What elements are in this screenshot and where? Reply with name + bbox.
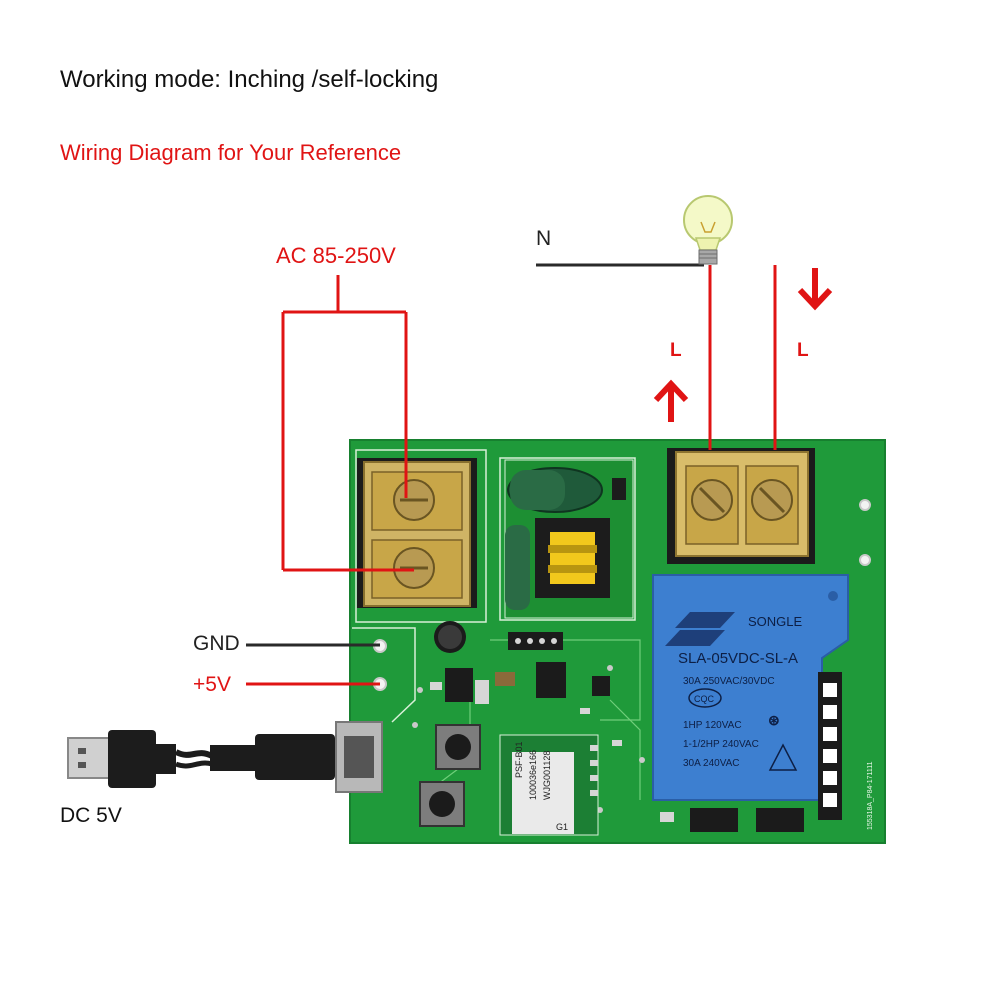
header-pins: 155318A_P84-171111 [818, 672, 874, 830]
neutral-label: N [536, 227, 552, 250]
gnd-label: GND [193, 632, 240, 655]
relay-rating-1: 30A 250VAC/30VDC [683, 676, 775, 687]
module-line4: G1 [556, 822, 568, 832]
wires [246, 263, 777, 686]
relay-rating-3: 1-1/2HP 240VAC [683, 739, 759, 750]
relay-brand: SONGLE [748, 614, 803, 629]
relay: SONGLE SLA-05VDC-SL-A 30A 250VAC/30VDC C… [652, 574, 849, 801]
wiring-diagram-title: Wiring Diagram for Your Reference [60, 140, 402, 165]
plus5v-label: +5V [193, 673, 231, 696]
relay-cert: CQC [694, 694, 715, 704]
load-terminal-block [667, 448, 815, 564]
tact-buttons [419, 724, 481, 827]
arrow-up-icon [653, 379, 689, 422]
usb-cable [67, 730, 335, 788]
live-label-left: L [670, 340, 682, 361]
ac-terminal-block [357, 458, 477, 608]
small-components [430, 621, 622, 746]
arrow-down-icon [797, 268, 833, 311]
dc5v-label: DC 5V [60, 804, 122, 827]
power-module [504, 459, 634, 619]
wifi-module: PSF-B01 100036e166 WJG001128 G1 [499, 734, 599, 836]
light-bulb-icon [683, 195, 733, 265]
micro-usb-port [335, 721, 383, 793]
module-line1: PSF-B01 [514, 741, 524, 778]
relay-rating-4: 30A 240VAC [683, 758, 740, 769]
relay-model: SLA-05VDC-SL-A [678, 650, 798, 667]
live-label-right: L [797, 340, 809, 361]
working-mode-text: Working mode: Inching /self-locking [60, 66, 439, 93]
relay-rating-2: 1HP 120VAC [683, 720, 742, 731]
ac-voltage-label: AC 85-250V [276, 243, 396, 268]
module-line2: 100036e166 [528, 750, 538, 800]
module-line3: WJG001128 [542, 751, 552, 800]
jumpers [660, 808, 804, 832]
ul-mark-icon: ⊛ [768, 712, 780, 728]
board-edge-code: 155318A_P84-171111 [867, 761, 874, 830]
